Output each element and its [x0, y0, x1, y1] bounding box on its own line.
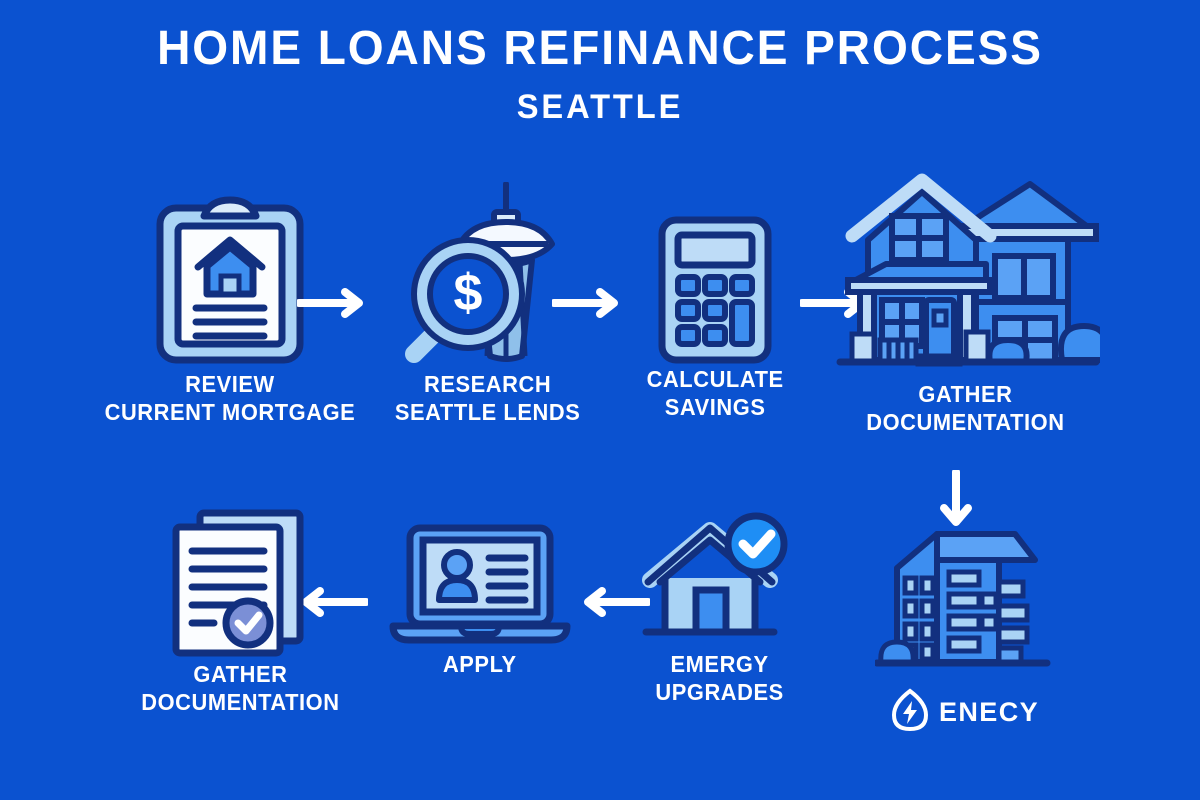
step-review-current-mortgage[interactable]: REVIEW CURRENT MORTGAGE — [90, 190, 370, 426]
page-title: HOME LOANS REFINANCE PROCESS — [157, 22, 1043, 75]
step-enecy[interactable]: ENECY — [820, 520, 1110, 737]
house-icon — [830, 170, 1100, 380]
arrow-right-icon-2 — [550, 288, 624, 323]
step-calculate-savings[interactable]: CALCULATE SAVINGS — [615, 215, 815, 421]
laptop-profile-icon — [385, 520, 575, 650]
step-apply[interactable]: APPLY — [370, 520, 590, 678]
documents-seal-icon — [160, 505, 320, 660]
clipboard-house-icon — [150, 190, 310, 370]
step-emergy-upgrades[interactable]: EMERGY UPGRADES — [620, 510, 820, 706]
arrow-down-icon — [940, 468, 972, 537]
arrow-right-icon-1 — [295, 288, 369, 323]
arrow-left-icon-2 — [296, 587, 370, 622]
apartment-building-icon — [875, 520, 1055, 680]
arrow-left-icon-1 — [578, 587, 652, 622]
energy-leaf-bolt-icon — [891, 688, 929, 737]
svg-text:$: $ — [453, 264, 482, 322]
step-label: GATHER DOCUMENTATION — [140, 661, 340, 716]
enecy-brand: ENECY — [891, 688, 1039, 737]
house-check-icon — [640, 510, 800, 650]
calculator-icon — [657, 215, 773, 365]
step-label: CALCULATE SAVINGS — [646, 366, 784, 421]
page-subtitle: SEATTLE — [516, 88, 684, 127]
step-label: RESEARCH SEATTLE LENDS — [394, 371, 581, 426]
step-gather-documentation-top[interactable]: GATHER DOCUMENTATION — [820, 170, 1110, 436]
step-gather-documentation-bottom[interactable]: GATHER DOCUMENTATION — [110, 505, 370, 716]
step-label: GATHER DOCUMENTATION — [865, 381, 1065, 436]
header: HOME LOANS REFINANCE PROCESS SEATTLE — [0, 22, 1200, 127]
step-research-seattle-lends[interactable]: $ RESEARCH SEATTLE LENDS — [375, 182, 600, 426]
magnifier-space-needle-icon: $ — [388, 182, 588, 370]
step-label: EMERGY UPGRADES — [655, 651, 785, 706]
step-label: APPLY — [443, 651, 517, 677]
step-label: REVIEW CURRENT MORTGAGE — [104, 371, 356, 426]
enecy-label: ENECY — [938, 697, 1040, 727]
